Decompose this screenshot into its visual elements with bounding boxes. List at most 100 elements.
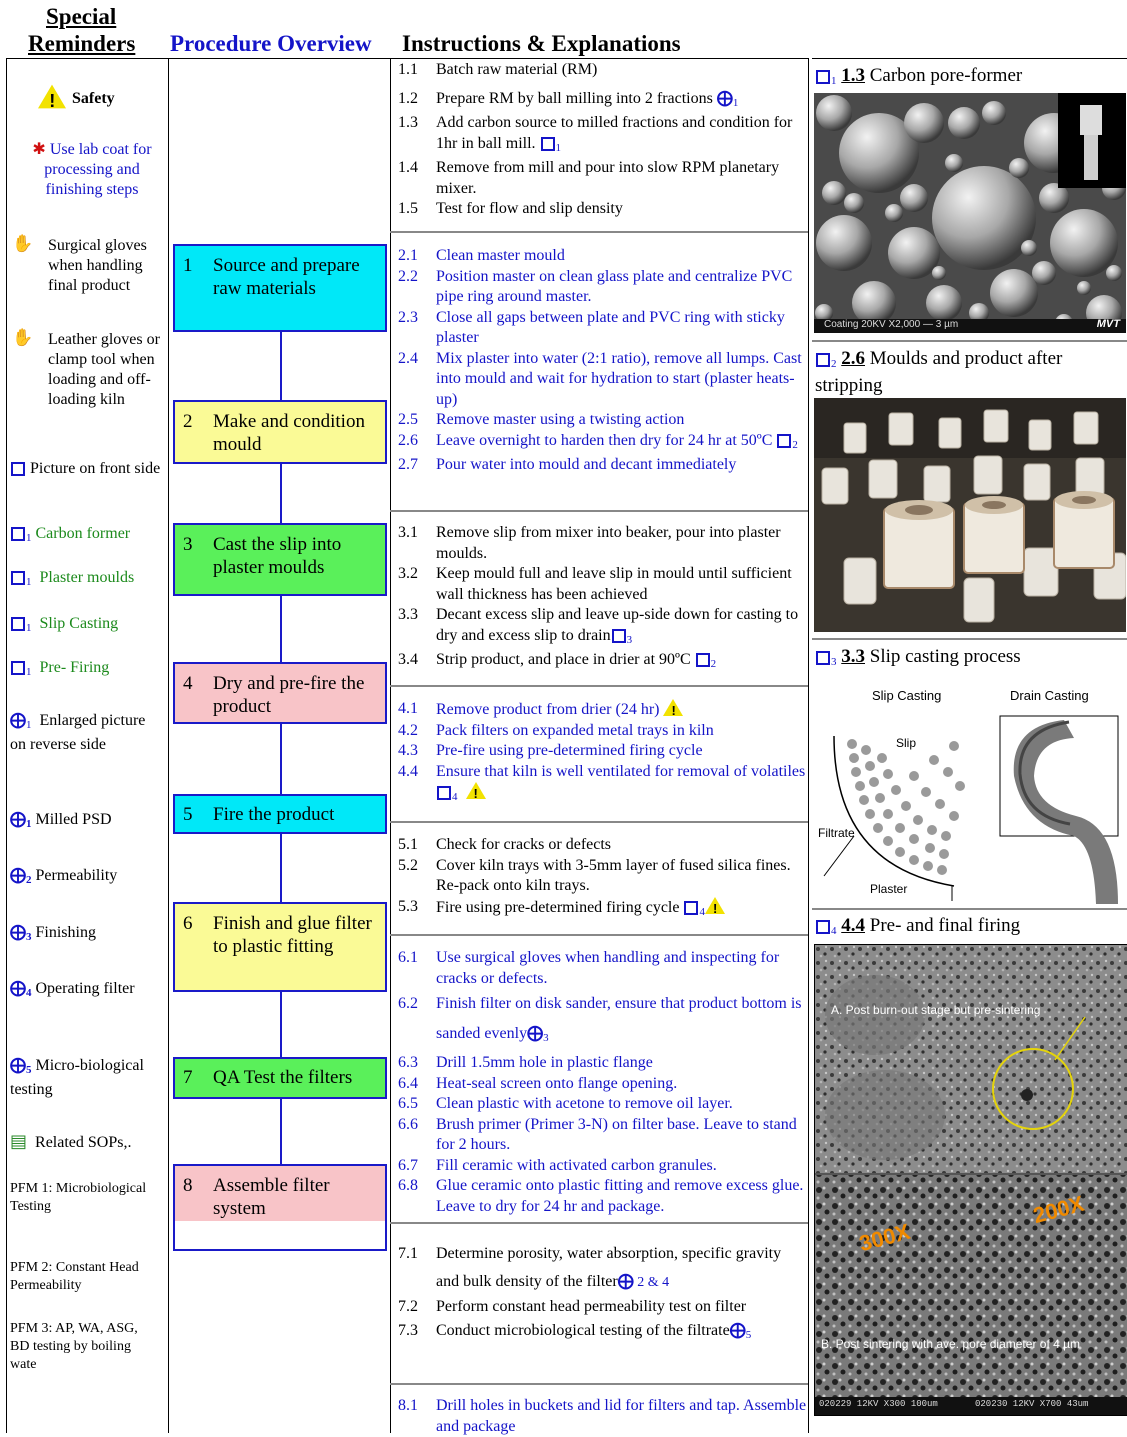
col-divider-3 [808, 58, 809, 1433]
square-icon [612, 629, 626, 643]
square-icon [11, 617, 25, 631]
instruction-item: 4.2Pack filters on expanded metal trays … [398, 721, 808, 742]
instructions-section-2: 2.1Clean master mould 2.2Position master… [398, 246, 808, 476]
related-sops-reminder: ▤ Related SOPs,. [10, 1131, 131, 1153]
section-separator [390, 1383, 808, 1385]
instruction-item: 4.3Pre-fire using pre-determined firing … [398, 741, 808, 762]
step-4-box: 4Dry and pre-fire the product [173, 662, 387, 724]
square-icon [777, 434, 791, 448]
pre-firing-reminder: 1 Pre- Firing [10, 658, 109, 682]
instruction-item: 3.1Remove slip from mixer into beaker, p… [398, 523, 808, 564]
square-icon [816, 353, 830, 367]
square-icon [816, 651, 830, 665]
figure-separator [812, 340, 1127, 342]
warning-icon [38, 85, 66, 109]
figure-separator [812, 908, 1127, 910]
instruction-item: 4.1Remove product from drier (24 hr) [398, 699, 808, 721]
cross-grid-icon: ⨁ [717, 90, 733, 107]
pfm2-reference: PFM 2: Constant Head Permeability [10, 1259, 166, 1295]
sem-caption: Coating 20KV X2,000 — 3 µm [824, 319, 958, 330]
sem-spheres-image [814, 93, 1126, 333]
cross-grid-icon: ⨁ [10, 1057, 26, 1074]
instruction-item: 1.5Test for flow and slip density [398, 199, 808, 220]
flow-connector [280, 720, 282, 794]
cross-grid-icon: ⨁ [730, 1322, 746, 1339]
instructions-section-7: 7.1Determine porosity, water absorption,… [398, 1240, 808, 1349]
instruction-item: 3.2Keep mould full and leave slip in mou… [398, 564, 808, 605]
overview-header: Procedure Overview [170, 31, 372, 57]
figure-1-title: 1 1.3 Carbon pore-former [815, 65, 1022, 87]
instruction-item: 8.1Drill holes in buckets and lid for fi… [398, 1396, 808, 1437]
cross-grid-icon: ⨁ [10, 980, 26, 997]
document-icon: ▤ [10, 1131, 27, 1151]
step-1-box: 1Source and prepare raw materials [173, 244, 387, 332]
square-icon [541, 137, 555, 151]
flow-connector [280, 328, 282, 400]
section-separator [390, 1222, 808, 1224]
instructions-section-8: 8.1Drill holes in buckets and lid for fi… [398, 1396, 808, 1437]
drain-casting-label: Drain Casting [1010, 688, 1089, 703]
flow-connector [280, 830, 282, 902]
instruction-item: 6.7Fill ceramic with activated carbon gr… [398, 1156, 808, 1177]
section-separator [390, 821, 808, 823]
instruction-item: 1.4Remove from mill and pour into slow R… [398, 158, 808, 199]
left-border [6, 58, 7, 1433]
enlarged-picture-reminder: ⨁1 Enlarged picture on reverse side [10, 711, 162, 755]
warning-icon [705, 897, 725, 914]
cross-grid-icon: ⨁ [10, 867, 26, 884]
step-5-box: 5Fire the product [173, 794, 387, 834]
instruction-item: 3.4Strip product, and place in drier at … [398, 650, 808, 675]
instruction-item: 7.1Determine porosity, water absorption,… [398, 1240, 808, 1297]
instruction-item: 7.3Conduct microbiological testing of th… [398, 1317, 808, 1349]
operating-filter-reminder: ⨁4 Operating filter [10, 979, 162, 1003]
square-icon [11, 462, 25, 476]
square-icon [11, 661, 25, 675]
sem-meta-2: 020230 12KV X700 43um [975, 1399, 1088, 1409]
flow-connector [280, 1095, 282, 1164]
section-separator [390, 231, 808, 233]
instruction-item: 3.3Decant excess slip and leave up-side … [398, 605, 808, 650]
instructions-header: Instructions & Explanations [402, 31, 681, 57]
special-header: Special [46, 4, 116, 30]
instruction-item: 1.3Add carbon source to milled fractions… [398, 113, 808, 158]
instructions-section-5: 5.1Check for cracks or defects 5.2Cover … [398, 835, 808, 922]
instruction-item: 6.2Finish filter on disk sander, ensure … [398, 989, 808, 1053]
plaster-moulds-reminder: 1 Plaster moulds [10, 568, 134, 592]
instruction-item: 2.4Mix plaster into water (2:1 ratio), r… [398, 349, 808, 411]
top-rule [6, 58, 808, 59]
permeability-reminder: ⨁2 Permeability [10, 866, 117, 890]
slip-casting-reminder: 1 Slip Casting [10, 614, 118, 638]
slip-casting-label: Slip Casting [872, 688, 941, 703]
instruction-item: 4.4Ensure that kiln is well ventilated f… [398, 762, 808, 808]
section-separator [390, 510, 808, 512]
slip-label: Slip [896, 736, 916, 750]
filtrate-label: Filtrate [818, 826, 855, 840]
instruction-item: 1.2Prepare RM by ball milling into 2 fra… [398, 89, 808, 114]
person-icon: ✱ [32, 141, 45, 158]
pfm1-reference: PFM 1: Microbiological Testing [10, 1180, 162, 1216]
instruction-item: 6.5Clean plastic with acetone to remove … [398, 1094, 808, 1115]
instruction-item: 2.1Clean master mould [398, 246, 808, 267]
instruction-item: 1.1Batch raw material (RM) [398, 60, 808, 81]
safety-reminder: Safety [42, 88, 115, 109]
slip-casting-diagram: Slip Casting Drain Casting Slip Filtrate… [814, 676, 1126, 904]
square-icon [437, 786, 451, 800]
firing-photos: A. Post burn-out stage but pre-sintering… [814, 944, 1127, 1416]
step-7-box: 7QA Test the filters [173, 1057, 387, 1099]
flow-connector [280, 988, 282, 1057]
step-3-box: 3Cast the slip into plaster moulds [173, 523, 387, 596]
glove-icon: ✋ [12, 234, 33, 254]
step-8-box: 8Assemble filter system [173, 1164, 387, 1251]
lab-coat-reminder: ✱ Use lab coat for processing and finish… [22, 140, 162, 200]
firing-caption-b: B. Post sintering with ave. pore diamete… [821, 1337, 1080, 1351]
instruction-item: 6.8Glue ceramic onto plastic fitting and… [398, 1176, 808, 1217]
glove-icon: ✋ [12, 328, 33, 348]
col-divider-2 [390, 58, 391, 1433]
instruction-item: 5.1Check for cracks or defects [398, 835, 808, 856]
instruction-item: 6.6Brush primer (Primer 3-N) on filter b… [398, 1115, 808, 1156]
plaster-label: Plaster [870, 882, 907, 896]
slip-casting-svg [814, 676, 1126, 904]
instruction-item: 2.3Close all gaps between plate and PVC … [398, 308, 808, 349]
flow-connector [280, 460, 282, 523]
warning-icon [466, 782, 486, 799]
